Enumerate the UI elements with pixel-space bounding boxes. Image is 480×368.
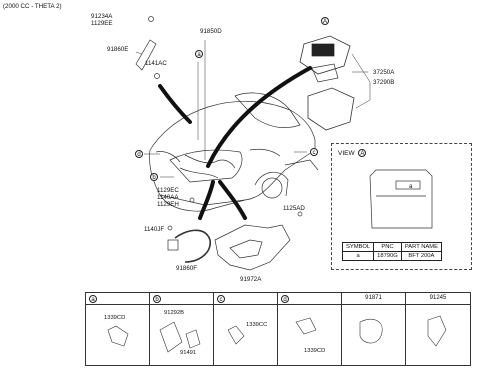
under-cover-91972A xyxy=(214,224,291,271)
legend-part-91292B: 91292B xyxy=(164,310,184,316)
symbol-table-cell-symbol: a xyxy=(341,251,375,261)
fastener-1140JF xyxy=(167,225,173,231)
fastener-1125AD xyxy=(297,211,303,217)
bottom-part-a-sketch xyxy=(107,325,129,347)
view-fuse-slot-a xyxy=(395,180,421,190)
car-front-bumper xyxy=(159,194,246,212)
fastener-91234A xyxy=(148,16,154,22)
fuse-box-bracket xyxy=(311,63,339,83)
fuse-box-cover xyxy=(311,43,335,57)
bottom-part-d-sketch xyxy=(295,317,317,335)
harness-wire-2 xyxy=(179,167,219,179)
marker-d: d xyxy=(135,150,143,158)
callout-1129EC: 1129EC xyxy=(157,187,179,194)
engine-variant-caption: (2000 CC - THETA 2) xyxy=(3,3,62,10)
bottom-part-b2-sketch xyxy=(185,329,201,349)
marker-c: c xyxy=(310,148,318,156)
legend-cell-c: c 1339CC xyxy=(214,293,278,365)
callout-91850D: 91850D xyxy=(200,28,222,35)
callout-91234A: 91234A xyxy=(91,13,113,20)
legend-header-rule xyxy=(86,293,470,305)
car-engine-bay xyxy=(169,149,243,183)
callout-1125AD: 1125AD xyxy=(283,205,305,212)
symbol-table: SYMBOL PNC PART NAME a 18790G BFT 200A xyxy=(341,242,443,261)
legend-cell-d: d 1339CD xyxy=(278,293,342,365)
car-headlight-right xyxy=(249,148,281,157)
legend-number-91245: 91245 xyxy=(429,295,447,301)
legend-tag-d: d xyxy=(281,295,289,303)
legend-part-1339CD-d: 1339CD xyxy=(304,348,326,354)
legend-tag-c: c xyxy=(217,295,225,303)
symbol-table-row: a 18790G BFT 200A xyxy=(341,251,443,261)
callout-1141AC: 1141AC xyxy=(145,60,167,67)
bottom-part-91871-sketch xyxy=(359,319,383,344)
bottom-part-b-sketch xyxy=(159,321,183,353)
pointer-sweep-cable xyxy=(198,180,215,220)
bottom-part-91245-sketch xyxy=(427,315,447,347)
pointer-sweep-harness xyxy=(158,84,192,124)
symbol-table-header-pnc: PNC xyxy=(373,242,402,252)
symbol-table-cell-part-name: BFT 200A xyxy=(400,251,443,261)
fuse-box-upper xyxy=(299,35,351,75)
fastener-1141AC xyxy=(154,73,160,79)
bottom-part-c-sketch xyxy=(227,325,245,345)
marker-a: a xyxy=(195,50,203,58)
marker-b: b xyxy=(150,173,158,181)
view-a-panel: VIEW A a SYMBOL PNC PART NAME a 18790G B… xyxy=(331,143,472,270)
legend-number-91871: 91871 xyxy=(365,295,382,301)
legend-part-91491: 91491 xyxy=(180,350,197,356)
legend-tag-b: b xyxy=(153,295,161,303)
callout-91860E: 91860E xyxy=(107,46,129,53)
symbol-table-header-symbol: SYMBOL xyxy=(341,242,375,252)
callout-1129EH: 1129EH xyxy=(157,201,179,208)
cable-terminal xyxy=(167,239,179,251)
car-wheel-front xyxy=(254,172,289,197)
pointer-sweep-cover xyxy=(218,180,247,220)
legend-part-1339CD-a: 1339CD xyxy=(104,315,126,321)
callout-37290B: 37290B xyxy=(373,79,395,86)
callout-91972A: 91972A xyxy=(240,276,262,283)
callout-91860F: 91860F xyxy=(176,265,197,272)
symbol-table-cell-pnc: 18790G xyxy=(373,251,402,261)
view-a-slot-label: a xyxy=(409,183,413,190)
car-headlight-left xyxy=(155,151,181,163)
callout-1140AA: 1140AA xyxy=(157,194,179,201)
callout-1129EE: 1129EE xyxy=(91,20,113,27)
parts-legend-strip: a 1339CD b 91292B 91491 c 1339CC d 1339C… xyxy=(85,292,471,366)
battery-cable-91860F xyxy=(174,229,211,263)
legend-tag-a: a xyxy=(89,295,97,303)
marker-A: A xyxy=(321,17,329,25)
legend-cell-a: a 1339CD xyxy=(86,293,150,365)
harness-wire-1 xyxy=(184,154,236,169)
fastener-1140AA xyxy=(189,197,195,203)
legend-cell-91245: 91245 xyxy=(406,293,470,365)
car-hood-outline xyxy=(149,100,316,151)
legend-cell-91871: 91871 xyxy=(342,293,406,365)
view-a-title: VIEW A xyxy=(338,149,367,157)
legend-cell-b: b 91292B 91491 xyxy=(150,293,214,365)
car-wheel-hub xyxy=(261,177,283,199)
callout-37250A: 37250A xyxy=(373,69,395,76)
legend-part-1339CC: 1339CC xyxy=(246,322,268,328)
bracket-91860E xyxy=(135,39,157,71)
car-fender xyxy=(284,159,319,171)
view-a-ref-marker: A xyxy=(358,149,367,157)
callout-1140JF: 1140JF xyxy=(144,226,165,233)
view-fuse-block xyxy=(369,169,433,229)
fuse-box-lower xyxy=(307,87,355,131)
car-windshield xyxy=(234,92,301,128)
pointer-sweep-fuse xyxy=(206,66,312,168)
symbol-table-header-part-name: PART NAME xyxy=(400,242,443,252)
